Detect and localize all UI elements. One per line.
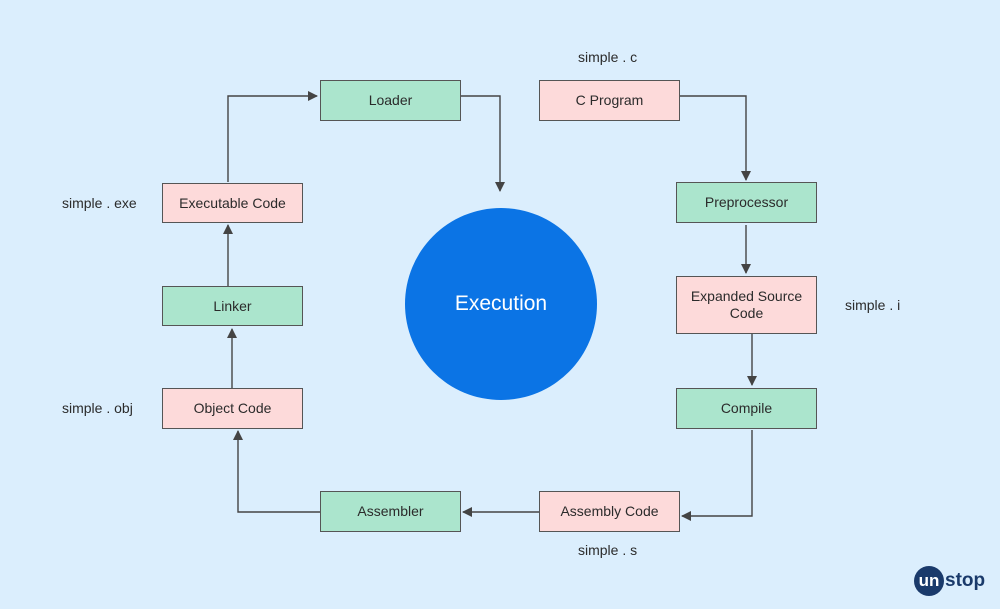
preprocessor-label: Preprocessor	[704, 194, 789, 210]
loader-label: Loader	[368, 92, 413, 108]
logo-badge: un	[914, 566, 944, 596]
file-label-exe: simple . exe	[62, 195, 137, 211]
object-code-box: Object Code	[162, 388, 303, 429]
arrow-executable-to-loader	[227, 91, 318, 182]
expanded-source-code-label: Expanded Source Code	[690, 288, 803, 321]
file-label-i: simple . i	[845, 297, 901, 313]
object-code-label: Object Code	[193, 400, 272, 416]
assembler-box: Assembler	[320, 491, 461, 532]
loader-box: Loader	[320, 80, 461, 121]
assembly-code-label: Assembly Code	[560, 503, 659, 519]
arrow-compile-to-assembly	[681, 430, 753, 521]
file-label-obj: simple . obj	[62, 400, 133, 416]
logo-wordmark: stop	[945, 570, 986, 591]
arrow-cprogram-to-preprocessor	[680, 95, 751, 181]
file-label-c: simple . c	[578, 49, 638, 65]
expanded-source-code-box: Expanded Source Code	[676, 276, 817, 334]
linker-label: Linker	[213, 297, 252, 314]
compile-box: Compile	[676, 388, 817, 429]
arrow-loader-to-execution	[461, 95, 505, 192]
compile-label: Compile	[720, 400, 773, 416]
assembly-code-box: Assembly Code	[539, 491, 680, 532]
arrow-assembler-to-object	[233, 430, 320, 513]
c-program-label: C Program	[575, 92, 644, 108]
linker-box: Linker	[162, 286, 303, 326]
assembler-label: Assembler	[357, 503, 424, 519]
execution-label: Execution	[454, 292, 548, 315]
executable-code-label: Executable Code	[179, 194, 286, 211]
file-label-s: simple . s	[578, 542, 638, 558]
c-program-box: C Program	[539, 80, 680, 121]
executable-code-box: Executable Code	[162, 183, 303, 223]
execution-node: Execution	[405, 208, 597, 400]
unstop-logo: un stop	[914, 566, 985, 596]
preprocessor-box: Preprocessor	[676, 182, 817, 223]
